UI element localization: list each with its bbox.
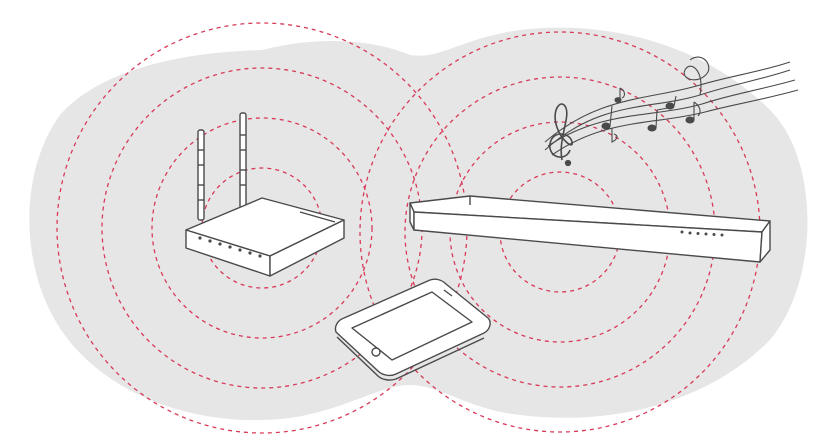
router-antenna-right	[240, 113, 246, 208]
clef-dot	[565, 160, 570, 165]
router-antenna-left	[198, 130, 204, 220]
smartphone-home-button	[372, 348, 380, 356]
